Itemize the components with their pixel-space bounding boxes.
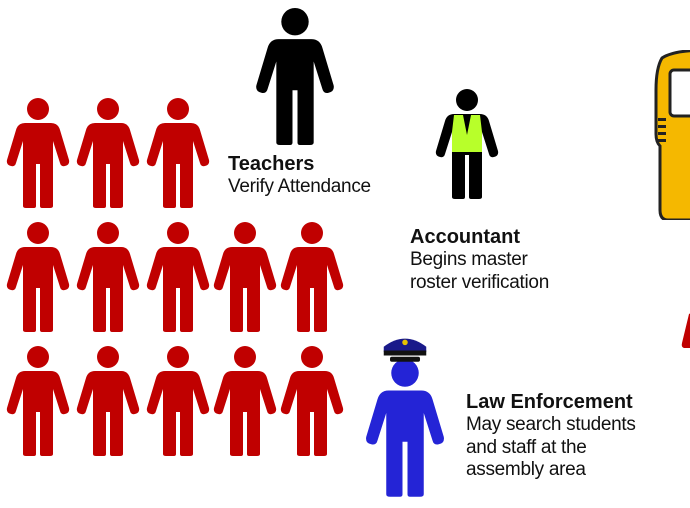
law-enforcement-description-line: May search students <box>466 414 636 436</box>
student-person-icon <box>146 98 210 208</box>
student-person-icon <box>213 346 277 456</box>
accountant-description-line: Begins master <box>410 249 528 271</box>
teachers-title: Teachers <box>228 153 315 175</box>
school-bus-icon <box>648 50 690 220</box>
law-enforcement-description-line: and staff at the <box>466 436 587 458</box>
accountant-title: Accountant <box>410 226 520 248</box>
student-person-icon <box>213 222 277 332</box>
teachers-description: Verify Attendance <box>228 176 371 198</box>
police-officer-icon <box>365 333 445 488</box>
student-person-icon <box>146 346 210 456</box>
teacher-person-icon <box>255 8 335 145</box>
student-person-icon <box>146 222 210 332</box>
law-enforcement-description-line: assembly area <box>466 458 586 480</box>
student-person-icon <box>76 346 140 456</box>
student-person-icon <box>6 222 70 332</box>
law-enforcement-title: Law Enforcement <box>466 391 633 413</box>
teachers-label: Teachers Verify Attendance <box>228 153 371 199</box>
partial-student-icon <box>680 312 690 348</box>
student-person-icon <box>76 222 140 332</box>
student-person-icon <box>6 98 70 208</box>
accountant-label: Accountant Begins master roster verifica… <box>410 226 549 294</box>
student-person-icon <box>6 346 70 456</box>
law-enforcement-label: Law Enforcement May search students and … <box>466 391 636 481</box>
student-person-icon <box>280 346 344 456</box>
student-person-icon <box>76 98 140 208</box>
accountant-description-line: roster verification <box>410 271 549 293</box>
student-person-icon <box>280 222 344 332</box>
accountant-person-vest-icon <box>435 75 499 213</box>
